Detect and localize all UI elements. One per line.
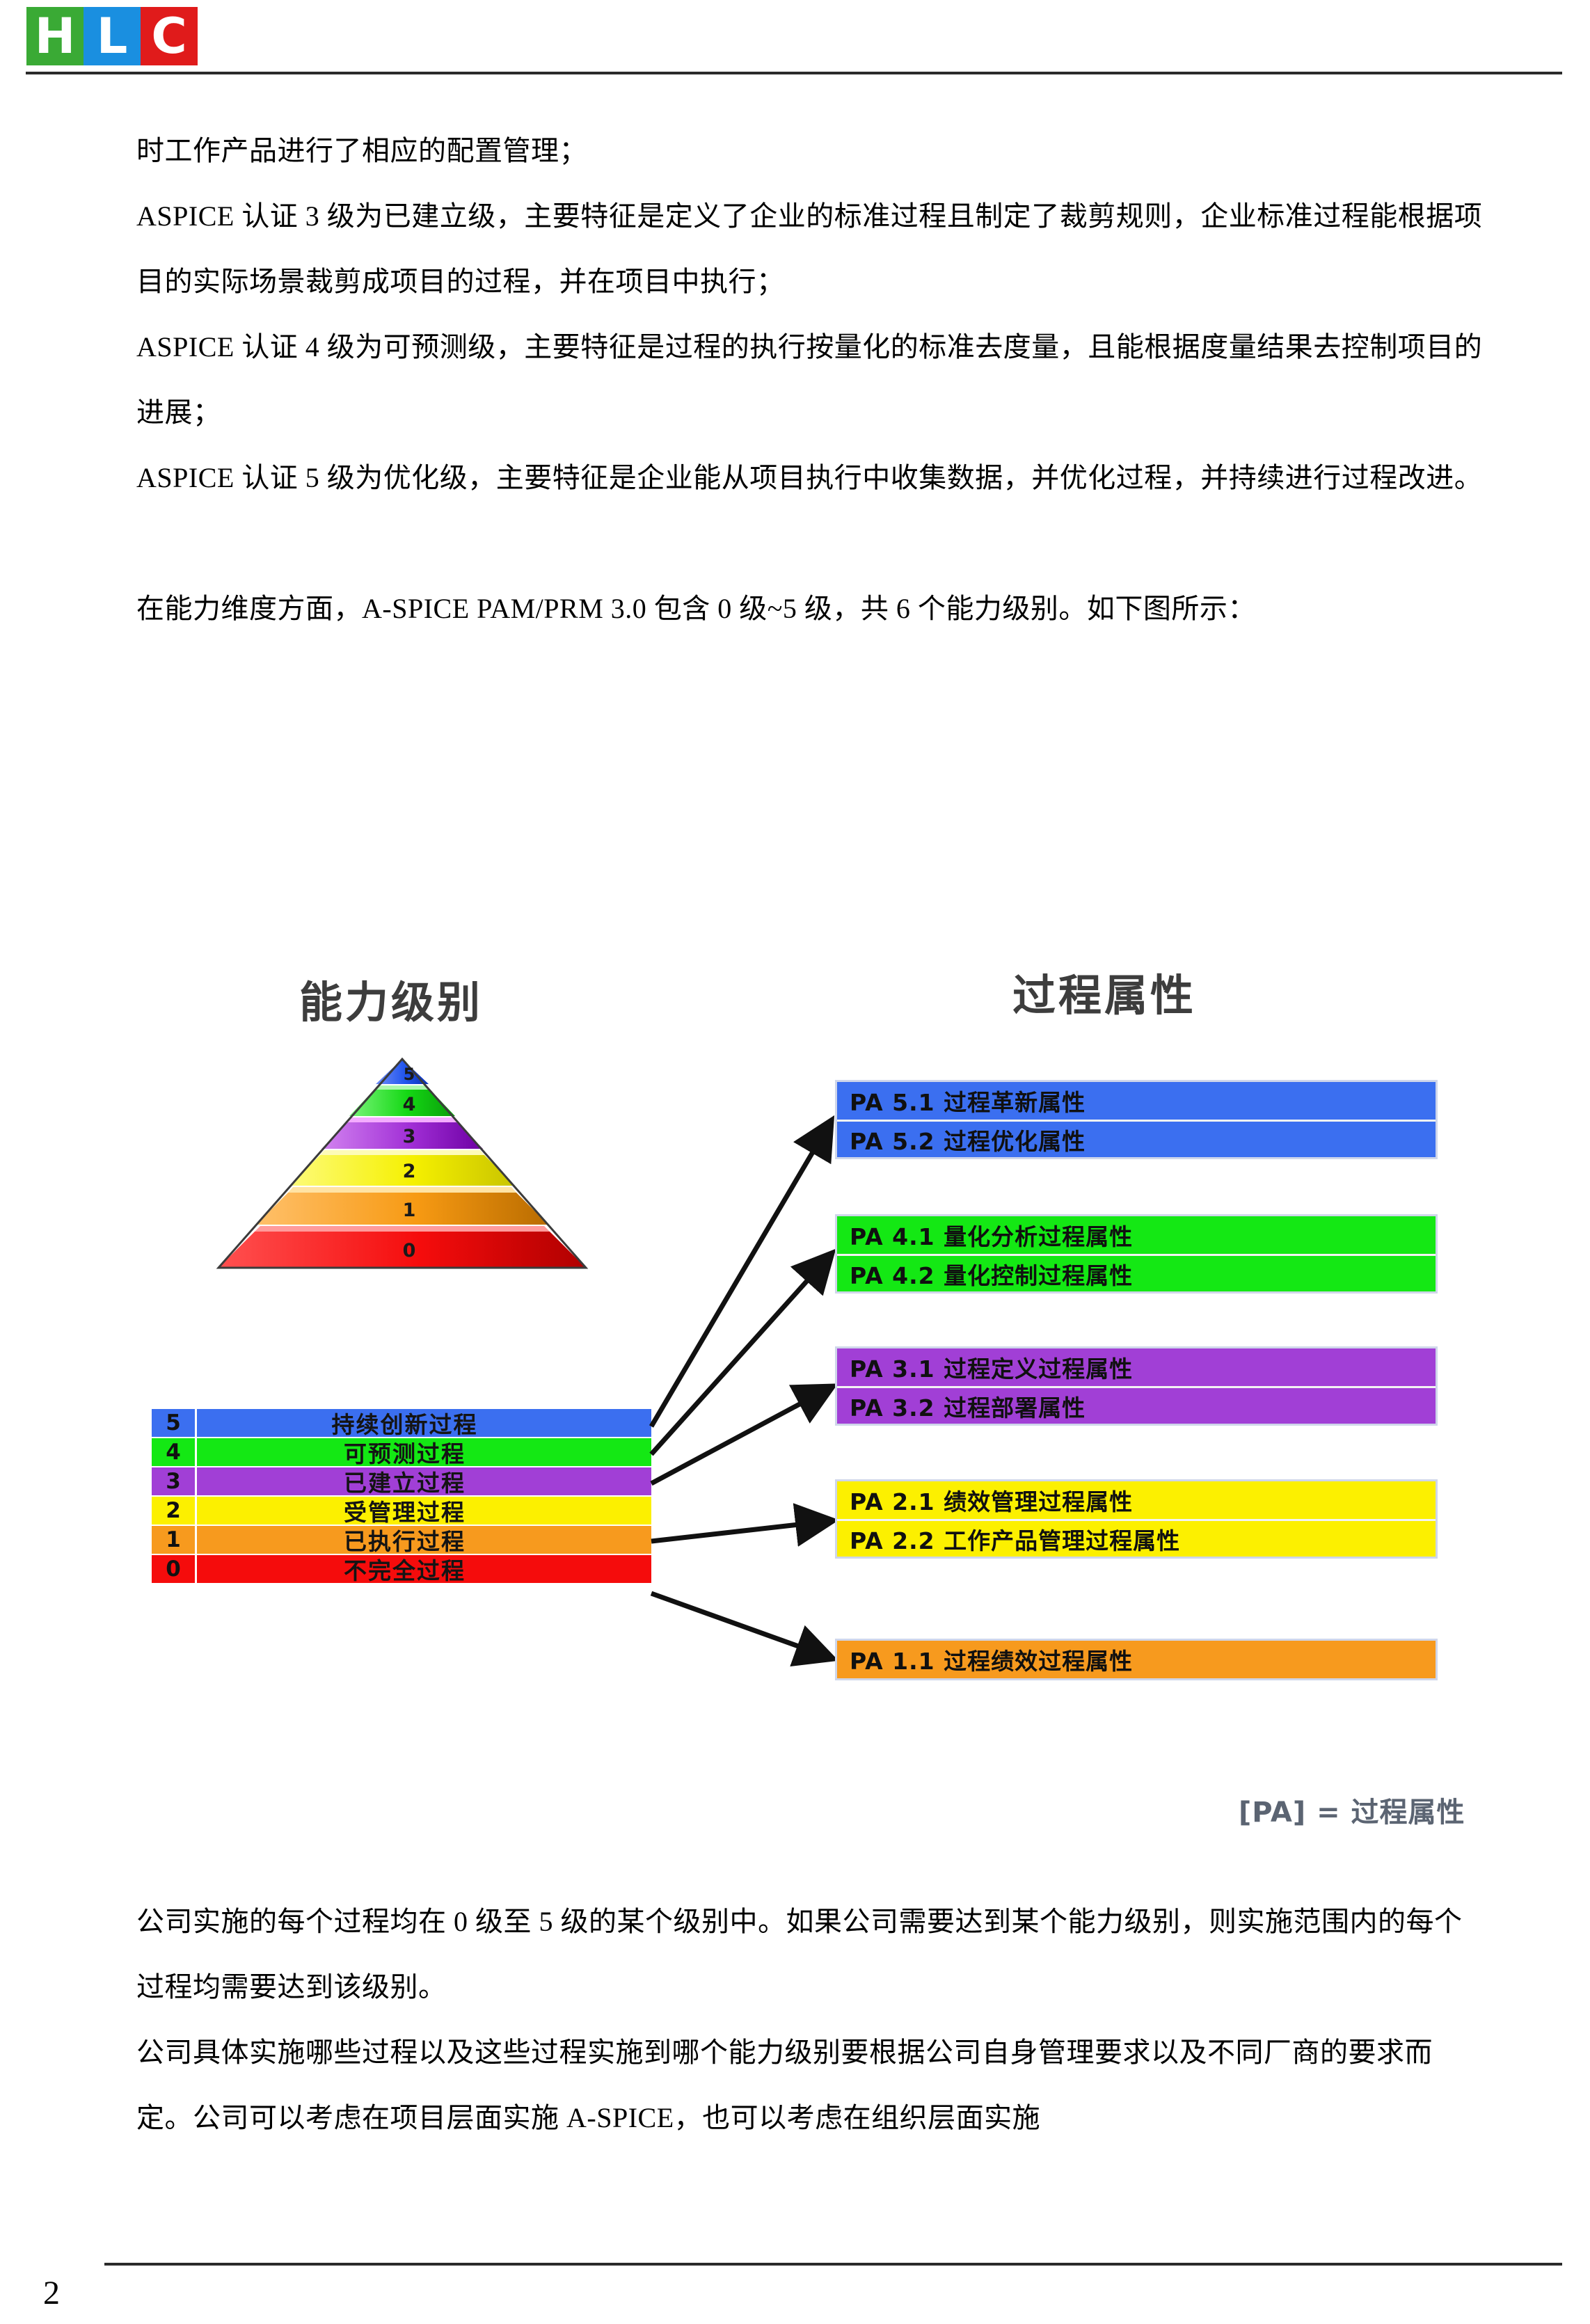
legend-row-4: 4 可预测过程 [152, 1438, 651, 1467]
pa-group-level5: PA 5.1 过程革新属性 PA 5.2 过程优化属性 [835, 1080, 1438, 1159]
header-divider [26, 72, 1562, 74]
legend-row-0: 0 不完全过程 [152, 1555, 651, 1584]
paragraph-5: 在能力维度方面，A-SPICE PAM/PRM 3.0 包含 0 级~5 级，共… [136, 593, 1256, 624]
legend-level-1: 1 [152, 1526, 197, 1554]
arrow-level4 [649, 1248, 836, 1456]
page-header: H L C [0, 0, 1590, 74]
pa-row-1-1: PA 1.1 过程绩效过程属性 [850, 1648, 1134, 1675]
legend-label-4: 可预测过程 [344, 1440, 466, 1467]
arrow-level5 [649, 1115, 835, 1428]
svg-text:2: 2 [403, 1161, 416, 1182]
figure-heading-capability-level: 能力级别 [299, 977, 484, 1028]
arrow-level3 [650, 1383, 838, 1486]
arrow-level2 [651, 1503, 839, 1547]
capability-level-figure: 能力级别 过程属性 [0, 946, 1590, 1865]
logo-letter-l: L [84, 7, 141, 65]
paragraph-6: 公司实施的每个过程均在 0 级至 5 级的某个级别中。如果公司需要达到某个能力级… [136, 1906, 1463, 2003]
legend-label-0: 不完全过程 [344, 1557, 466, 1584]
svg-text:1: 1 [403, 1200, 416, 1221]
paragraph-4: ASPICE 认证 5 级为优化级，主要特征是企业能从项目执行中收集数据，并优化… [136, 462, 1483, 493]
figure-heading-process-attributes: 过程属性 [1012, 970, 1197, 1021]
legend-row-5: 5 持续创新过程 [152, 1409, 651, 1438]
legend-label-1: 已执行过程 [344, 1528, 466, 1555]
svg-text:5: 5 [404, 1065, 415, 1084]
footer-divider [104, 2263, 1562, 2266]
connector-arrows [649, 1115, 839, 1667]
pa-row-2-1: PA 2.1 绩效管理过程属性 [850, 1488, 1134, 1515]
paragraph-2: ASPICE 认证 3 级为已建立级，主要特征是定义了企业的标准过程且制定了裁剪… [136, 200, 1483, 297]
paragraph-1: 时工作产品进行了相应的配置管理； [136, 135, 587, 166]
legend-level-5: 5 [152, 1409, 197, 1437]
legend-level-0: 0 [152, 1555, 197, 1583]
legend-level-2: 2 [152, 1497, 197, 1525]
pa-group-level3: PA 3.1 过程定义过程属性 PA 3.2 过程部署属性 [835, 1346, 1438, 1426]
capability-legend-table: 5 持续创新过程 4 可预测过程 3 已建立过程 2 受管理过程 1 已执行过程… [152, 1409, 651, 1584]
pyramid-svg: 0 1 2 3 4 5 [216, 1058, 589, 1269]
hlc-logo: H L C [26, 7, 199, 65]
svg-text:0: 0 [403, 1240, 416, 1262]
legend-row-1: 1 已执行过程 [152, 1526, 651, 1555]
legend-row-3: 3 已建立过程 [152, 1467, 651, 1497]
pa-row-3-2: PA 3.2 过程部署属性 [837, 1386, 1436, 1424]
legend-label-2: 受管理过程 [344, 1499, 466, 1526]
legend-row-2: 2 受管理过程 [152, 1497, 651, 1526]
svg-text:3: 3 [403, 1126, 416, 1147]
capability-pyramid: 0 1 2 3 4 5 [200, 1058, 604, 1273]
logo-letter-h: H [26, 7, 84, 65]
legend-level-4: 4 [152, 1438, 197, 1466]
pa-group-level1: PA 1.1 过程绩效过程属性 [835, 1639, 1438, 1680]
pa-legend-note: [PA] = 过程属性 [1239, 1797, 1465, 1829]
pa-row-4-1: PA 4.1 量化分析过程属性 [850, 1223, 1134, 1250]
pa-row-5-1: PA 5.1 过程革新属性 [850, 1089, 1086, 1116]
logo-letter-c: C [141, 7, 198, 65]
legend-label-3: 已建立过程 [344, 1470, 466, 1497]
pa-row-4-2: PA 4.2 量化控制过程属性 [837, 1254, 1436, 1291]
pa-group-level4: PA 4.1 量化分析过程属性 PA 4.2 量化控制过程属性 [835, 1214, 1438, 1294]
paragraph-3: ASPICE 认证 4 级为可预测级，主要特征是过程的执行按量化的标准去度量，且… [136, 331, 1483, 428]
page-number: 2 [43, 2275, 60, 2311]
pa-row-2-2: PA 2.2 工作产品管理过程属性 [837, 1519, 1436, 1557]
legend-level-3: 3 [152, 1467, 197, 1495]
arrow-level1 [650, 1591, 839, 1667]
pa-group-level2: PA 2.1 绩效管理过程属性 PA 2.2 工作产品管理过程属性 [835, 1479, 1438, 1559]
paragraph-7: 公司具体实施哪些过程以及这些过程实施到哪个能力级别要根据公司自身管理要求以及不同… [136, 2037, 1433, 2133]
svg-text:4: 4 [403, 1094, 416, 1115]
pa-row-3-1: PA 3.1 过程定义过程属性 [850, 1355, 1134, 1383]
pa-row-5-2: PA 5.2 过程优化属性 [837, 1120, 1436, 1157]
legend-label-5: 持续创新过程 [331, 1411, 478, 1438]
